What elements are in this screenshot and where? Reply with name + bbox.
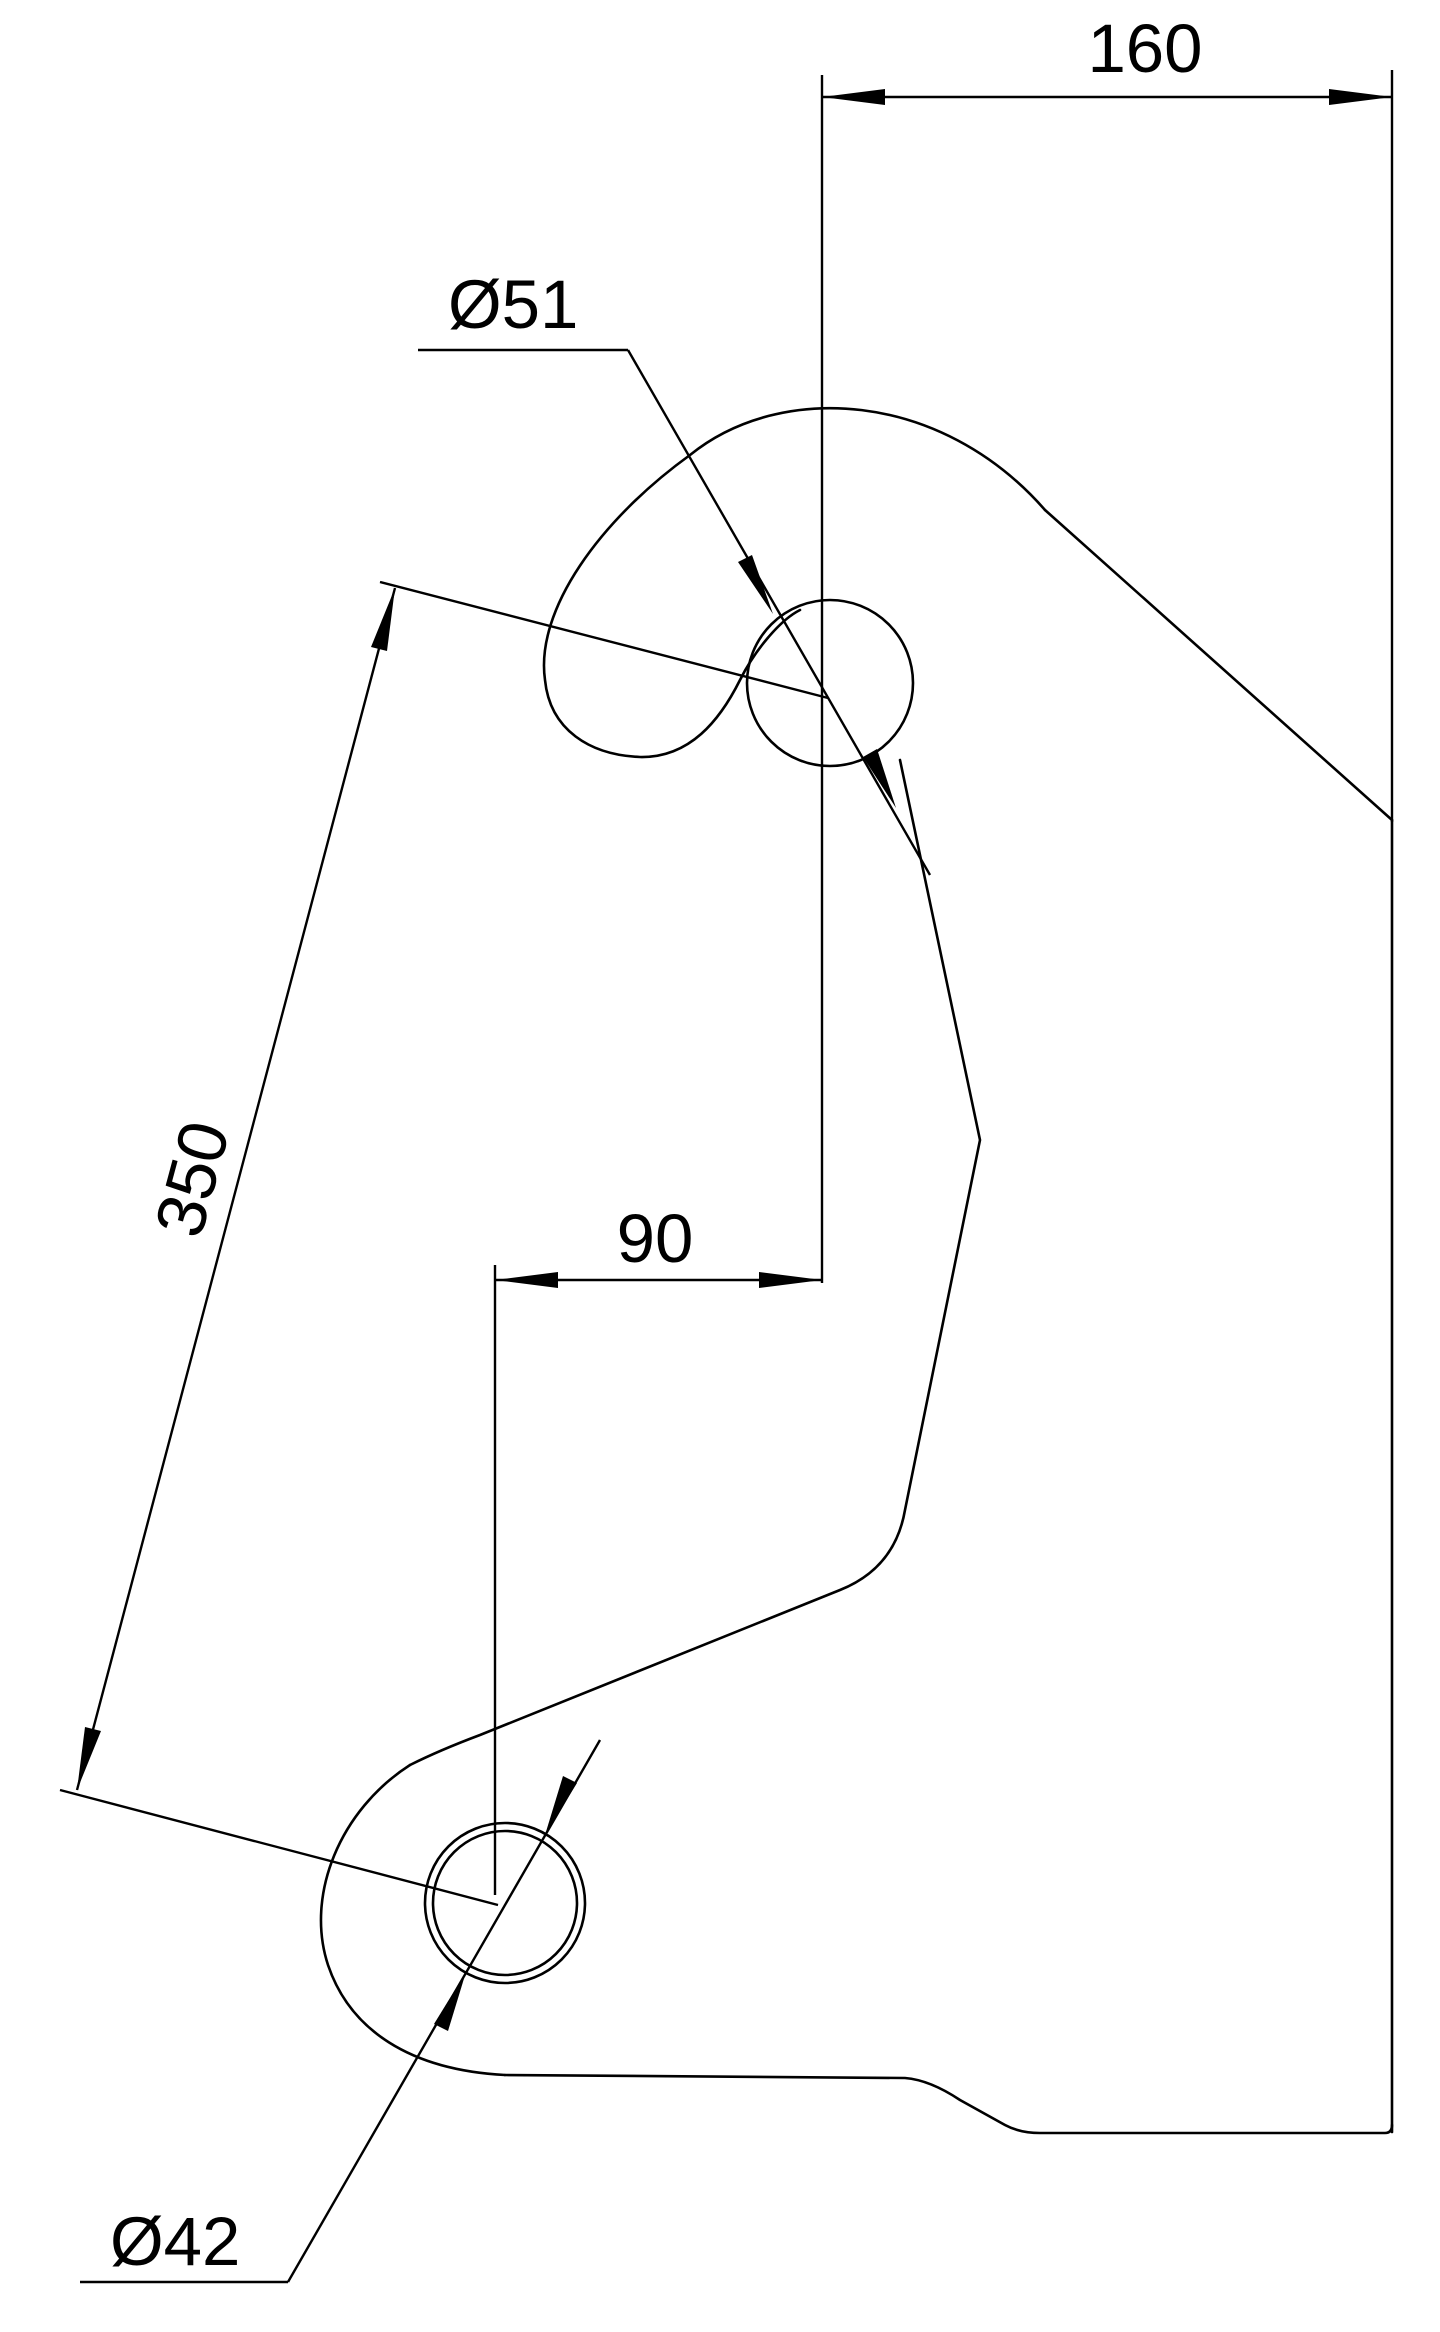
label-350: 350 (140, 1113, 244, 1244)
dimension-lines (59, 70, 1394, 2284)
arrow-160-left (822, 89, 885, 105)
arrow-d42-bottom (434, 1972, 466, 2031)
label-d51: Ø51 (448, 266, 578, 343)
arrow-350-top (371, 588, 395, 651)
upper-hole (745, 598, 915, 768)
arrow-d51-bottom (863, 749, 896, 808)
arrow-d51-top (738, 555, 773, 614)
arrow-90-left (495, 1272, 558, 1288)
inner-profile (408, 758, 982, 1767)
dim-line-350 (75, 587, 397, 1791)
dimension-labels: 160 90 350 Ø51 Ø42 (110, 10, 1203, 2280)
lower-hole-inner (431, 1829, 579, 1977)
label-d42: Ø42 (110, 2203, 240, 2280)
ext-line-350-lower (59, 1788, 499, 1907)
upper-boss-arc (542, 406, 1047, 759)
arrow-350-bottom (77, 1727, 101, 1790)
part-outline (319, 406, 1394, 2135)
top-slant-edge (1043, 508, 1394, 822)
arrow-d42-top (545, 1776, 577, 1835)
bottom-edge (503, 2073, 1394, 2135)
lower-boss-arc (319, 1763, 507, 2077)
label-90: 90 (617, 1200, 694, 1277)
leader-d51 (626, 349, 932, 876)
lower-hole-outer (423, 1821, 587, 1985)
arrow-160-right (1329, 89, 1392, 105)
arrow-90-right (759, 1272, 822, 1288)
label-160: 160 (1087, 10, 1202, 87)
ext-line-350-upper (379, 580, 829, 700)
